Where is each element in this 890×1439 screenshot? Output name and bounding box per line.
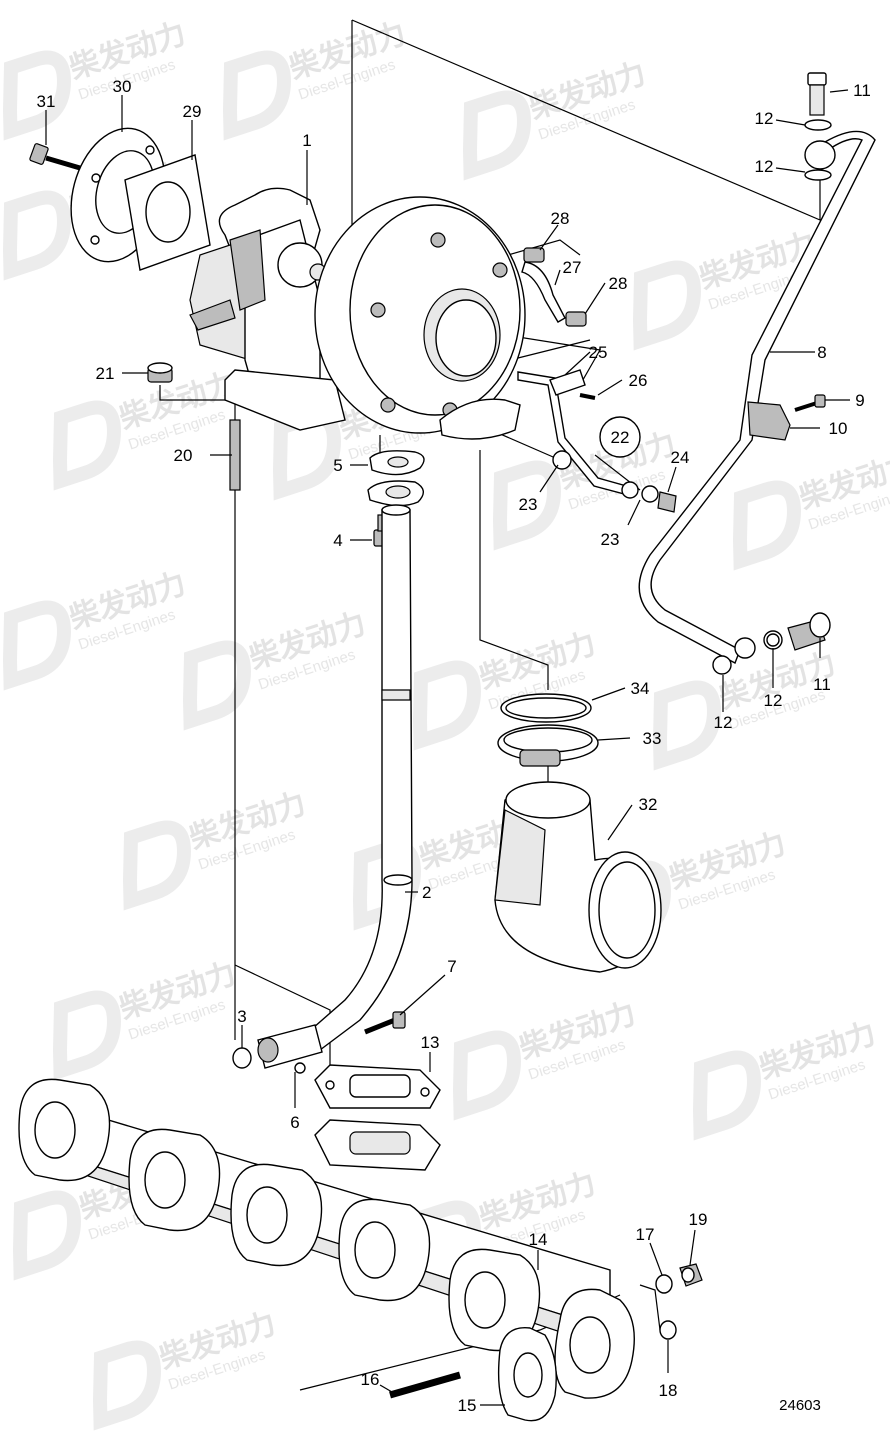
clamp-33 [497,724,599,767]
washers-12-bottom [712,633,780,675]
turbocharger [189,187,526,440]
callout-30: 30 [113,77,132,96]
callout-11-top: 11 [853,81,871,100]
callout-12-a: 12 [755,109,774,128]
callout-20: 20 [174,446,193,465]
callout-28-b: 28 [609,274,628,293]
manifold-port [554,1288,635,1399]
gasket-13 [314,1064,441,1109]
washer-18 [659,1320,677,1340]
callout-5: 5 [333,456,342,475]
bolt-31 [29,143,81,171]
manifold-port [338,1198,431,1302]
callout-22: 22 [611,428,630,447]
stud-16 [389,1371,461,1399]
callout-9: 9 [855,391,864,410]
callout-21: 21 [96,364,115,383]
callout-34: 34 [631,679,650,698]
washers-12-top [804,119,832,181]
exhaust-manifold-14 [18,1078,635,1399]
callout-33: 33 [643,729,662,748]
watermark-tile: 柴发动力 Diesel-Engines [52,366,240,491]
watermark-tile: 柴发动力 Diesel-Engines [462,56,650,181]
nut-19 [679,1263,703,1287]
callout-12-c: 12 [714,713,733,732]
fitting-6 [257,1024,323,1074]
watermark-tile: 柴发动力 Diesel-Engines [222,16,410,141]
ref-circle-22 [599,416,641,458]
screw-26 [579,393,596,400]
watermark-tile: 柴发动力 Diesel-Engines [732,446,890,571]
callout-4: 4 [333,531,342,550]
callout-12-d: 12 [764,691,783,710]
callout-19: 19 [689,1210,708,1229]
callout-12-b: 12 [755,157,774,176]
callout-6: 6 [290,1113,299,1132]
callout-15: 15 [458,1396,477,1415]
callout-23-a: 23 [519,495,538,514]
o-ring-34 [500,693,592,723]
watermark-tile: 柴发动力 Diesel-Engines [182,606,370,731]
oil-feed-pipe-8 [638,130,876,664]
callout-7: 7 [447,957,456,976]
elbow-32 [494,781,662,973]
callout-1: 1 [302,131,311,150]
callout-23-b: 23 [601,530,620,549]
watermark-tile: 柴发动力 Diesel-Engines [52,956,240,1081]
callout-17: 17 [636,1225,655,1244]
washer-17 [655,1274,673,1294]
callouts: 1 2 3 4 5 6 7 8 9 10 11 11 12 12 12 12 1… [37,77,871,1415]
callout-31: 31 [37,92,56,111]
gasket-5 [369,450,425,476]
callout-25: 25 [589,343,608,362]
callout-2: 2 [422,883,431,902]
clamp-10 [747,401,791,441]
callout-24: 24 [671,448,690,467]
o-ring-3 [232,1047,252,1069]
callout-16: 16 [361,1370,380,1389]
callout-8: 8 [817,343,826,362]
banjo-bolt-11-top [807,72,827,116]
watermark-tile: 柴发动力 Diesel-Engines [2,566,190,691]
manifold-port [18,1078,111,1182]
callout-28-a: 28 [551,209,570,228]
nut-21 [147,362,173,383]
washers-23-nut-24 [552,450,677,513]
gasket-15 [497,1326,557,1422]
callout-13: 13 [421,1033,440,1052]
hose-27 [521,247,587,327]
bolt-7 [364,1011,406,1035]
leader-lines [45,89,850,1406]
oil-return-pipe-2 [303,504,413,1051]
manifold-port [128,1128,221,1232]
watermark-tile: 柴发动力 Diesel-Engines [452,996,640,1121]
manifold-flange [314,1119,441,1171]
callout-27: 27 [563,258,582,277]
watermark-tile: 柴发动力 Diesel-Engines [692,1016,880,1141]
callout-14: 14 [529,1230,548,1249]
watermark-tile: 柴发动力 Diesel-Engines [2,16,190,141]
callout-10: 10 [829,419,848,438]
callout-26: 26 [629,371,648,390]
watermark-tile: 柴发动力 Diesel-Engines [492,426,680,551]
gasket-29 [124,154,211,271]
screw-9 [794,394,826,412]
drawing-reference-number: 24603 [779,1397,821,1414]
flange-gasket-upper [367,480,424,507]
callout-18: 18 [659,1381,678,1400]
callout-3: 3 [237,1007,246,1026]
manifold-port [448,1248,541,1352]
manifold-port [230,1163,323,1267]
watermark-tile: 柴发动力 Diesel-Engines [652,646,840,771]
callout-29: 29 [183,102,202,121]
watermark-tile: 柴发动力 Diesel-Engines [122,786,310,911]
watermark-tile: 柴发动力 Diesel-Engines [412,626,600,751]
callout-11-bottom: 11 [813,675,831,694]
callout-32: 32 [639,795,658,814]
watermark-tile: 柴发动力 Diesel-Engines [92,1306,280,1431]
